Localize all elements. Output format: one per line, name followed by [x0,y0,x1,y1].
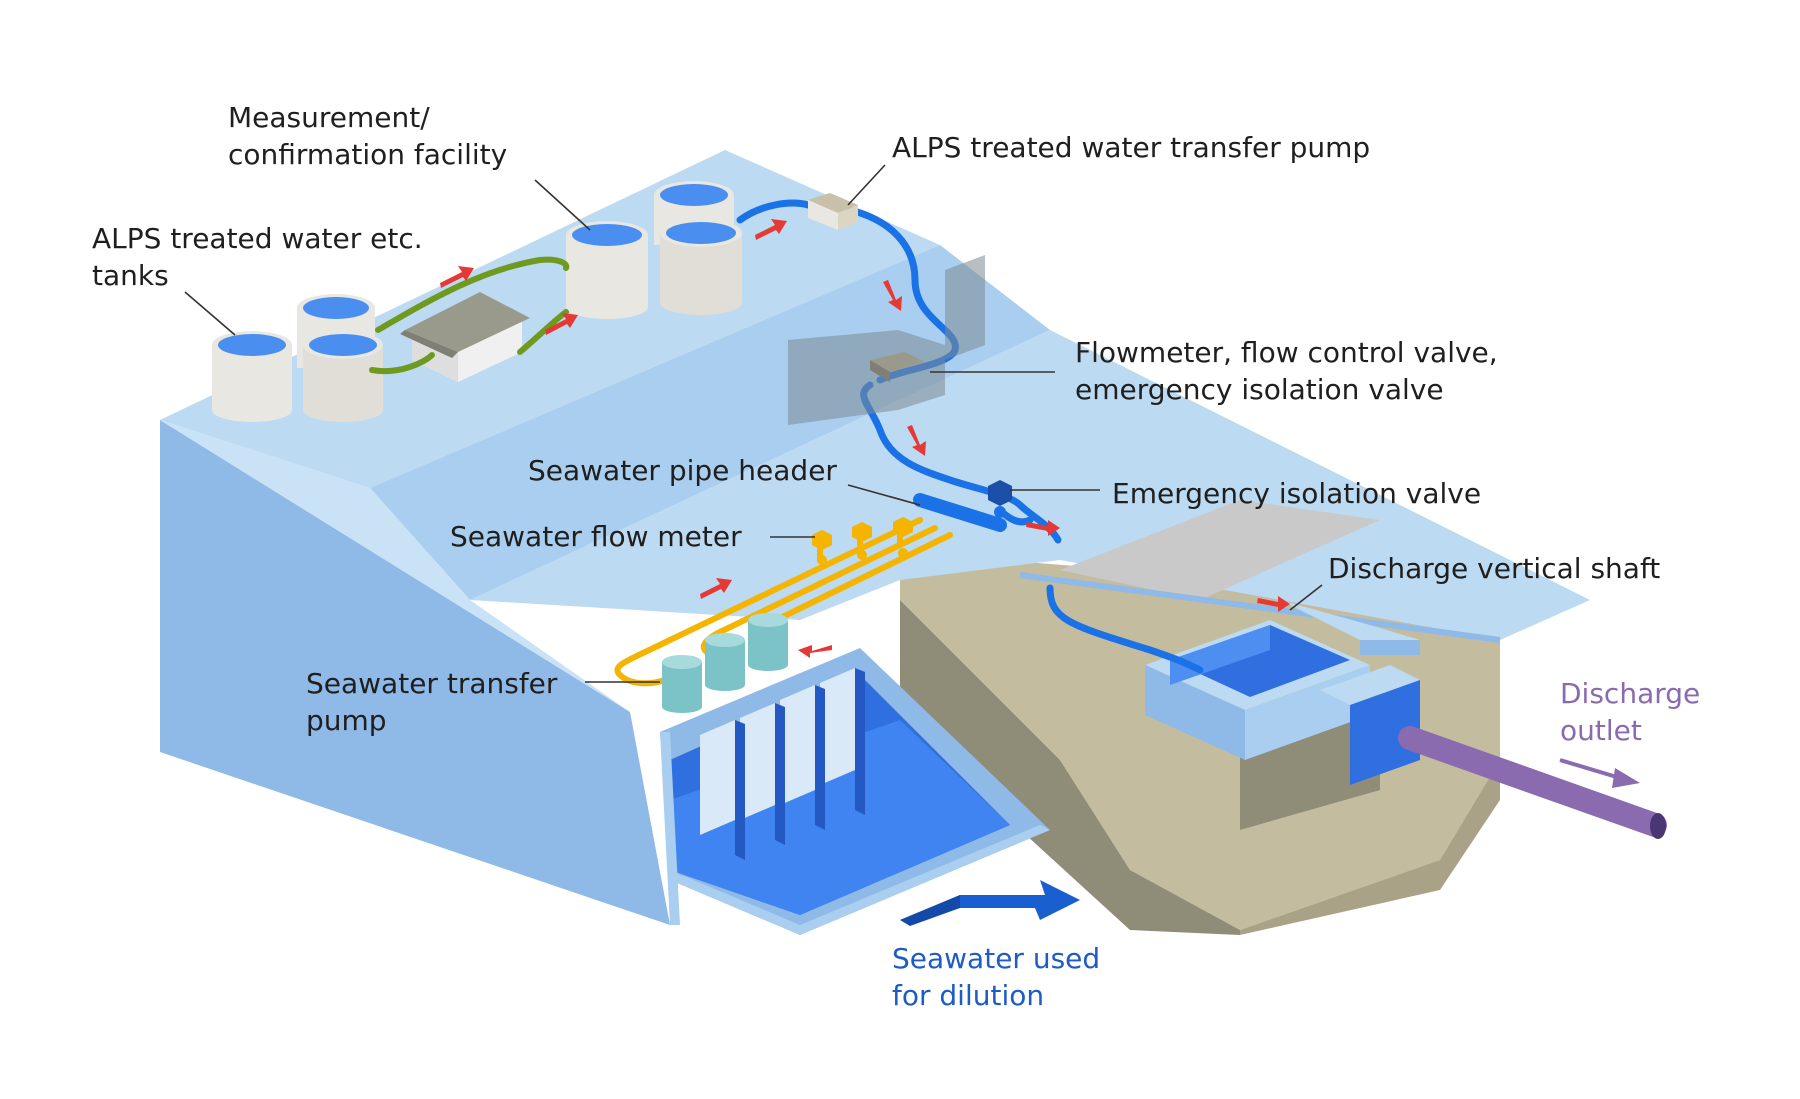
label-seawater-dilution: Seawater used for dilution [892,942,1109,1012]
label-measurement-facility: Measurement/ confirmation facility [228,101,507,171]
seawater-pumps [662,613,788,713]
blue-arrow-icon [900,880,1080,926]
discharge-shaft [1145,600,1420,785]
transfer-pump-unit [808,193,858,230]
label-discharge-shaft: Discharge vertical shaft [1328,552,1660,585]
tanks [212,181,742,422]
label-seawater-pump: Seawater transfer pump [306,667,566,737]
label-transfer-pump: ALPS treated water transfer pump [892,131,1370,164]
flow-meters [812,517,913,565]
pipe-header [913,480,1012,532]
intake-basin [660,648,1050,935]
label-tanks: ALPS treated water etc. tanks [92,222,432,292]
label-isolation-valve: Emergency isolation valve [1112,477,1481,510]
red-arrow-icon [440,219,1290,658]
discharge-pipe [1398,726,1667,839]
leader-lines [184,164,1323,683]
purple-arrow-icon [1559,758,1640,788]
label-flowmeter: Flowmeter, flow control valve, emergency… [1075,336,1507,406]
labels: ALPS treated water etc. tanks Measuremen… [92,101,1709,1012]
label-pipe-header: Seawater pipe header [528,454,837,487]
label-discharge-outlet: Discharge outlet [1560,677,1709,747]
label-flow-meter: Seawater flow meter [450,520,742,553]
flowmeter-area [788,255,985,425]
